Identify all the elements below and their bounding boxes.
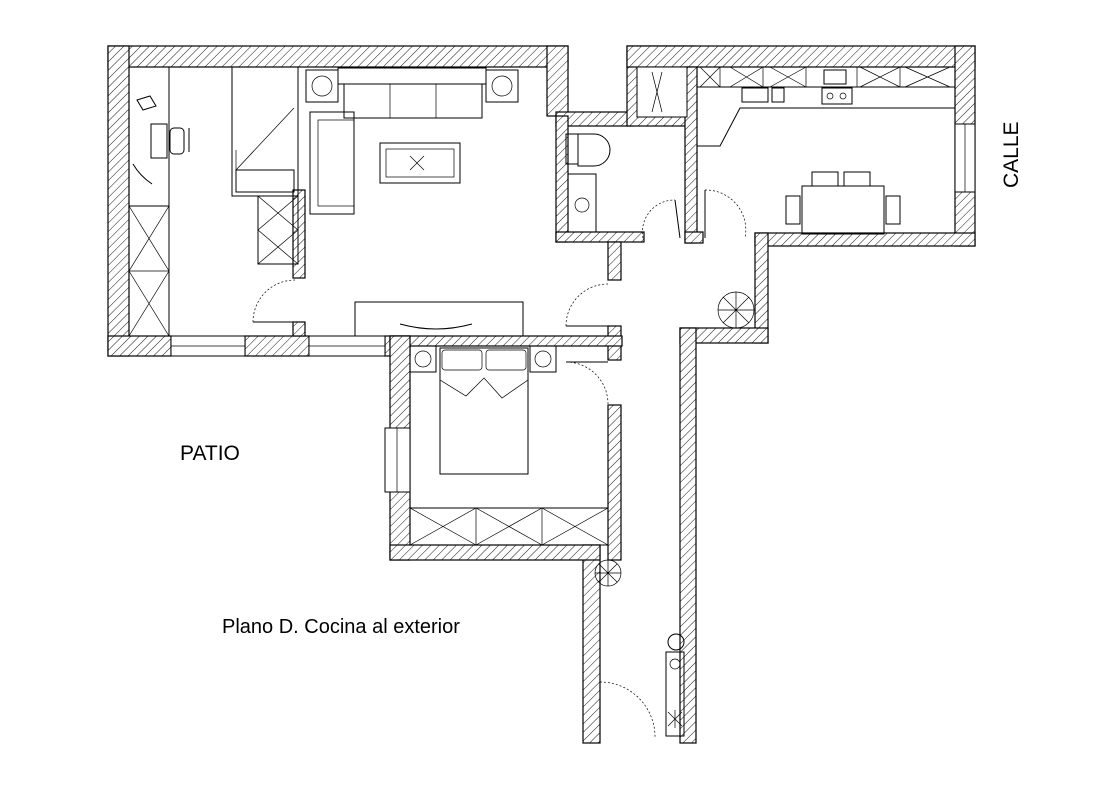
plant-icon	[594, 559, 622, 587]
living-furniture	[305, 67, 524, 337]
dining-table-icon	[801, 185, 885, 235]
hood-icon	[823, 69, 847, 85]
shower-icon	[636, 66, 688, 118]
double-bed-icon	[439, 347, 529, 475]
armchair-icon	[309, 111, 355, 215]
phone-icon	[136, 95, 157, 111]
hallway-items	[594, 291, 755, 737]
wardrobe-icon	[409, 507, 609, 546]
windows	[170, 123, 976, 493]
toilet-icon	[577, 133, 611, 167]
chair-icon	[811, 171, 839, 187]
plant-icon	[717, 291, 755, 329]
lamp-icon	[132, 163, 153, 185]
sink-icon	[567, 173, 597, 233]
nightstand-icon	[529, 345, 557, 373]
chair-icon	[885, 195, 901, 225]
doors	[252, 189, 747, 739]
patio-label: PATIO	[180, 442, 240, 465]
sink-icon	[741, 87, 769, 103]
side-table-icon	[485, 69, 519, 103]
calle-label: CALLE	[1000, 121, 1023, 188]
bedroom-furniture	[409, 345, 609, 546]
tv-unit-icon	[354, 301, 524, 337]
monitor-icon	[150, 123, 168, 159]
plan-caption: Plano D. Cocina al exterior	[222, 616, 460, 638]
shoe-cabinet-icon	[665, 651, 685, 737]
chair-icon	[843, 171, 871, 187]
lamp-icon	[667, 633, 685, 651]
office-chair-icon	[169, 127, 185, 155]
bathroom-fixtures	[565, 66, 688, 233]
kitchen-furniture	[696, 66, 956, 235]
side-table-icon	[305, 69, 339, 103]
chair-icon	[785, 195, 801, 225]
stove-icon	[821, 87, 853, 105]
nightstand-icon	[409, 345, 437, 373]
study-furniture	[128, 66, 299, 337]
coffee-table-icon	[379, 142, 461, 184]
sofa-icon	[343, 83, 483, 119]
